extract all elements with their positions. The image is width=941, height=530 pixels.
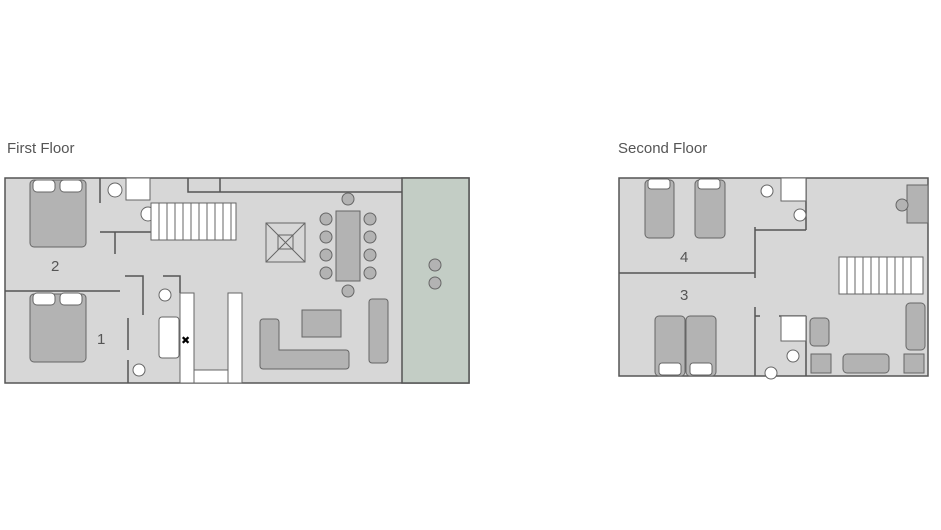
- room-label-3: 3: [680, 287, 688, 304]
- pillow: [647, 178, 671, 190]
- pillow: [59, 179, 83, 193]
- side-table: [810, 353, 832, 374]
- desk: [906, 184, 929, 224]
- fireplace: [265, 222, 306, 263]
- dining-chairs: [319, 192, 377, 298]
- first-floor-title: First Floor: [7, 140, 75, 157]
- terrace-chair: [428, 276, 442, 290]
- first-floor-plan: ✖: [4, 177, 470, 384]
- side-table: [903, 353, 925, 374]
- second-floor-title: Second Floor: [618, 140, 708, 157]
- stove-icon: ✖: [181, 335, 190, 347]
- shower: [780, 315, 807, 342]
- pillow: [32, 292, 56, 306]
- room-label-2: 2: [51, 258, 59, 275]
- bathtub: [158, 316, 180, 359]
- shower: [125, 177, 151, 201]
- sofa: [905, 302, 926, 351]
- kitchen-counter: [227, 292, 243, 384]
- terrace-chair: [428, 258, 442, 272]
- bed-room-2: [29, 179, 87, 248]
- walls: [5, 178, 402, 383]
- bed-room-1: [29, 293, 87, 363]
- sofa: [368, 298, 389, 364]
- kitchen-counter: [179, 292, 195, 384]
- armchair: [809, 317, 830, 347]
- sink: [764, 366, 778, 380]
- room-label-1: 1: [97, 331, 105, 348]
- bed-room-3: [685, 315, 717, 377]
- sink: [793, 208, 807, 222]
- pillow: [32, 179, 56, 193]
- shower: [780, 177, 807, 202]
- corner-sofa: [259, 318, 350, 370]
- kitchen-sink: [193, 369, 229, 384]
- dining-table: [335, 210, 361, 282]
- toilet: [107, 182, 123, 198]
- pillow: [59, 292, 83, 306]
- desk-chair: [895, 198, 909, 212]
- staircase-first-floor: [150, 202, 237, 241]
- coffee-table: [301, 309, 342, 338]
- toilet: [786, 349, 800, 363]
- staircase-second-floor: [838, 256, 924, 295]
- walls: [619, 178, 807, 376]
- sofa: [842, 353, 890, 374]
- bed-room-3: [654, 315, 686, 377]
- pillow: [689, 362, 713, 376]
- pillow: [658, 362, 682, 376]
- second-floor-plan: [618, 177, 929, 380]
- toilet: [158, 288, 172, 302]
- room-label-4: 4: [680, 249, 688, 266]
- toilet: [760, 184, 774, 198]
- toilet: [132, 363, 146, 377]
- pillow: [697, 178, 721, 190]
